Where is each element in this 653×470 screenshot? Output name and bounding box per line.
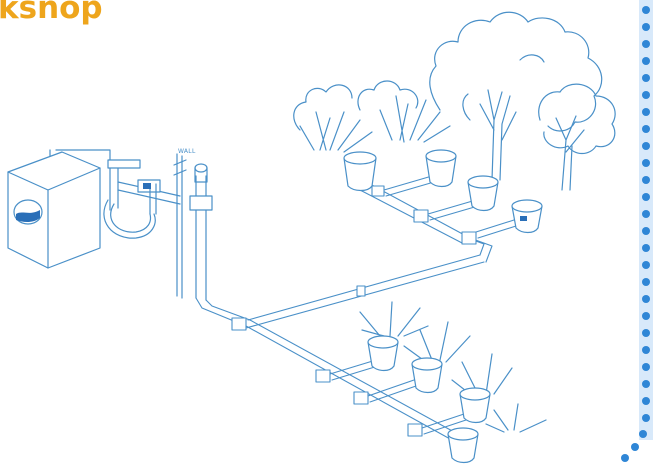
right-border: [621, 0, 653, 462]
tree-canopy: [294, 12, 615, 153]
lower-plant-pots: [368, 336, 490, 463]
upper-shrubs: [300, 96, 450, 152]
wall-label: WALL: [178, 148, 196, 155]
pump-assembly: [104, 160, 180, 238]
riser-valve: [190, 164, 212, 300]
water-tank: [8, 150, 110, 268]
tree-trunks: [480, 90, 584, 190]
valve-handle: [143, 183, 151, 189]
wall: [174, 154, 186, 298]
drip-emitter: [520, 216, 527, 221]
